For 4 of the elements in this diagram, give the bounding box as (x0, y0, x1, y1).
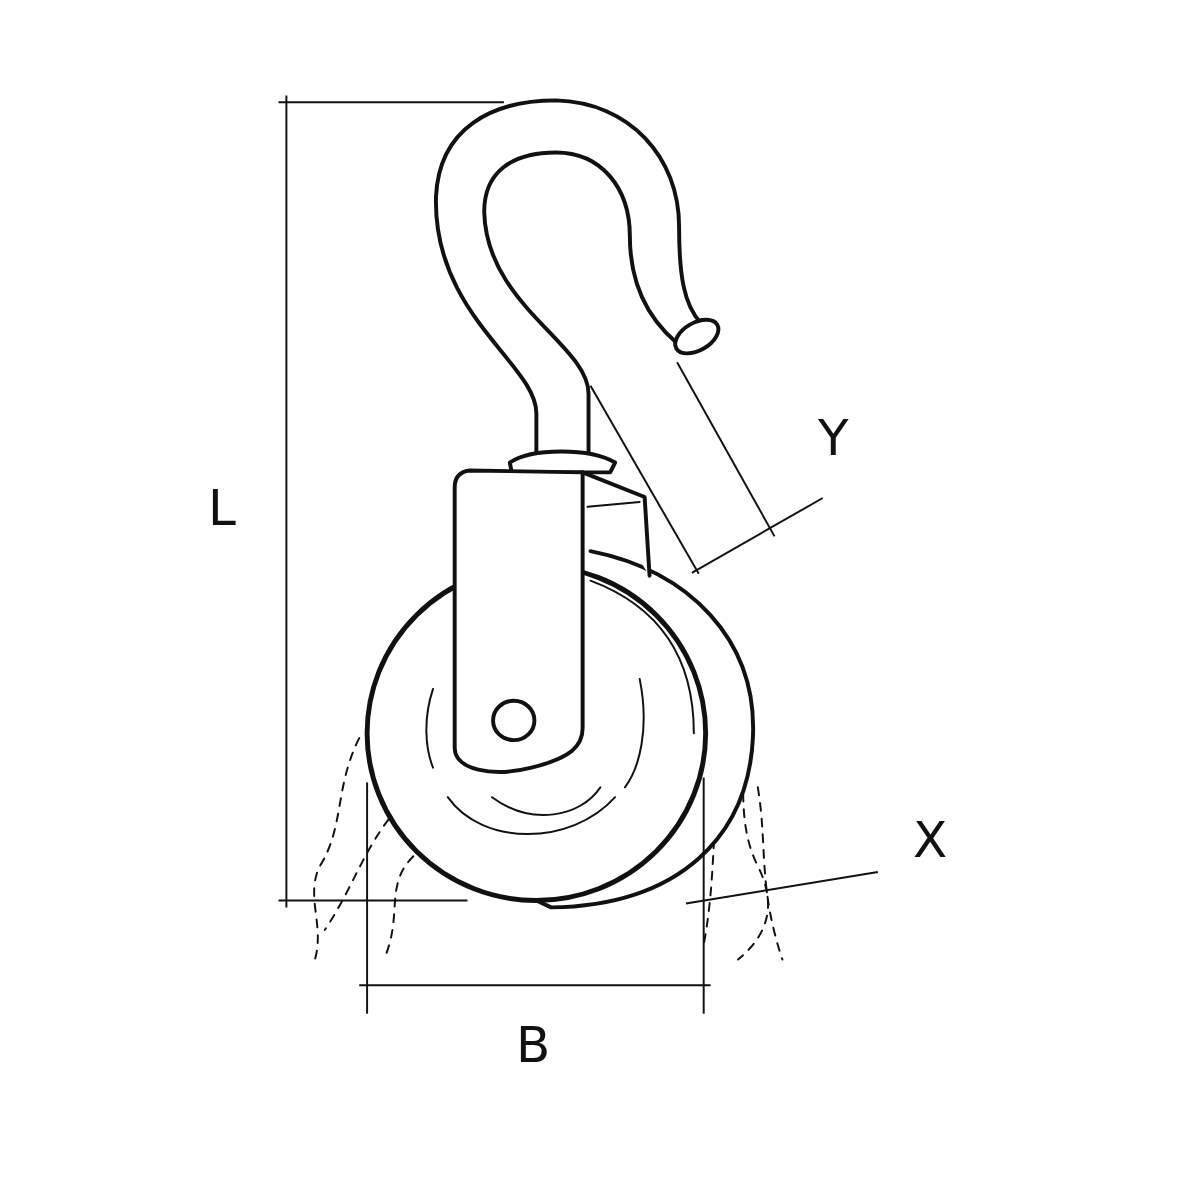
dimension-label: L (208, 483, 236, 533)
dimension-label: B (516, 1020, 551, 1070)
dimension-label: X (913, 815, 948, 865)
dimension-label: Y (818, 413, 849, 463)
